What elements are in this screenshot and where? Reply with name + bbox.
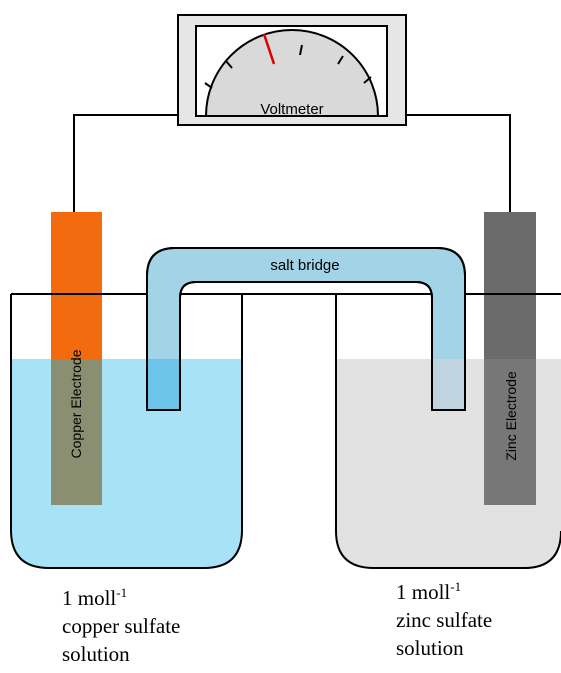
salt-bridge-outline [146, 247, 466, 411]
salt-bridge-right-tip [433, 359, 464, 409]
meter-dial [204, 29, 380, 117]
zinc-beaker-wall [335, 294, 561, 569]
copper-beaker-wall [10, 294, 243, 569]
copper-solution-name: copper sulfate [62, 614, 181, 638]
wires [73, 114, 511, 212]
copper-solution [11, 359, 242, 568]
copper-electrode-label: Copper Electrode [68, 349, 84, 458]
copper-electrode-bottom [51, 359, 102, 505]
copper-electrode-top [51, 212, 102, 360]
zinc-concentration: 1 moll-1 [396, 579, 462, 604]
voltmeter-label: Voltmeter [260, 101, 323, 118]
salt-bridge: salt bridge [146, 247, 466, 411]
zinc-electrode-label: Zinc Electrode [503, 371, 519, 461]
zinc-electrode-bottom [484, 359, 536, 505]
zinc-solution-word: solution [396, 636, 464, 660]
copper-concentration: 1 moll-1 [62, 585, 128, 610]
copper-beaker [10, 294, 243, 569]
meter-needle [262, 33, 276, 65]
meter-ticks [204, 44, 372, 89]
copper-solution-caption: 1 moll-1 copper sulfate solution [62, 584, 180, 668]
copper-solution-word: solution [62, 642, 130, 666]
voltmeter: Voltmeter [177, 14, 407, 126]
zinc-electrode-top [484, 212, 536, 360]
salt-bridge-label: salt bridge [270, 257, 339, 274]
salt-bridge-left-tip [148, 359, 179, 409]
right-wire [406, 114, 511, 212]
zinc-solution-name: zinc sulfate [396, 608, 493, 632]
left-wire [73, 114, 178, 212]
zinc-solution-caption: 1 moll-1 zinc sulfate solution [396, 578, 492, 662]
